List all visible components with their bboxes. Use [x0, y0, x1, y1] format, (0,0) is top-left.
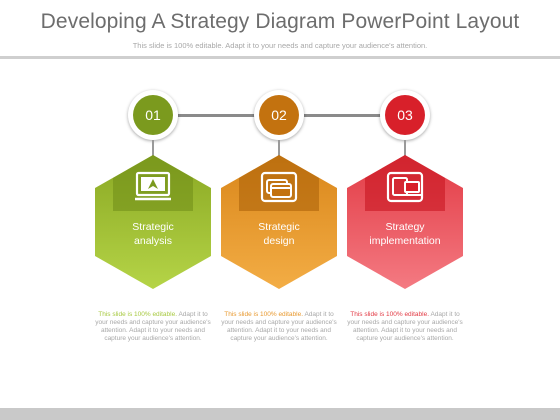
step-1-hexagon: Strategic analysis: [95, 155, 211, 289]
step-2-hexagon: Strategic design: [221, 155, 337, 289]
step-1-label: Strategic analysis: [103, 220, 203, 248]
step-1-number: 01: [133, 95, 173, 135]
slide-subtitle: This slide is 100% editable. Adapt it to…: [132, 41, 428, 50]
header-divider: [0, 56, 560, 59]
step-2-number: 02: [259, 95, 299, 135]
step-2-stem: [278, 140, 280, 156]
connector-line-1: [178, 114, 258, 117]
step-1-stem: [152, 140, 154, 156]
connector-line-2: [304, 114, 384, 117]
devices-icon: [385, 167, 425, 207]
step-2-number-badge: 02: [254, 90, 304, 140]
step-3-label: Strategy implementation: [355, 220, 455, 248]
step-3-label-line2: implementation: [369, 235, 441, 247]
credit-cards-icon: [259, 167, 299, 207]
step-3-hexagon: Strategy implementation: [347, 155, 463, 289]
step-1-label-line2: analysis: [134, 235, 172, 247]
step-2-label-line1: Strategic: [258, 221, 300, 233]
step-3-hexagon-shape: [347, 155, 463, 289]
step-1-description-body: Adapt it to your needs and capture your …: [95, 311, 211, 342]
slide-title: Developing A Strategy Diagram PowerPoint…: [40, 10, 520, 33]
step-2-description: This slide is 100% editable. Adapt it to…: [221, 311, 337, 343]
step-1-number-badge: 01: [128, 90, 178, 140]
step-3-stem: [404, 140, 406, 156]
step-2-hexagon-shape: [221, 155, 337, 289]
step-1-label-line1: Strategic: [132, 221, 174, 233]
step-2-description-body: Adapt it to your needs and capture your …: [221, 311, 337, 342]
step-3-description-body: Adapt it to your needs and capture your …: [347, 311, 463, 342]
step-2-label: Strategic design: [229, 220, 329, 248]
step-1-description: This slide is 100% editable. Adapt it to…: [95, 311, 211, 343]
step-3-description: This slide is 100% editable. Adapt it to…: [347, 311, 463, 343]
step-3-label-line1: Strategy: [385, 221, 425, 233]
step-3-description-lead: This slide is 100% editable.: [350, 311, 430, 318]
step-2-description-lead: This slide is 100% editable.: [224, 311, 304, 318]
step-3-number: 03: [385, 95, 425, 135]
footer-bar: [0, 408, 560, 420]
presentation-board-icon: [133, 167, 173, 207]
step-1-description-lead: This slide is 100% editable.: [98, 311, 178, 318]
step-2-label-line2: design: [263, 235, 295, 247]
step-3-number-badge: 03: [380, 90, 430, 140]
